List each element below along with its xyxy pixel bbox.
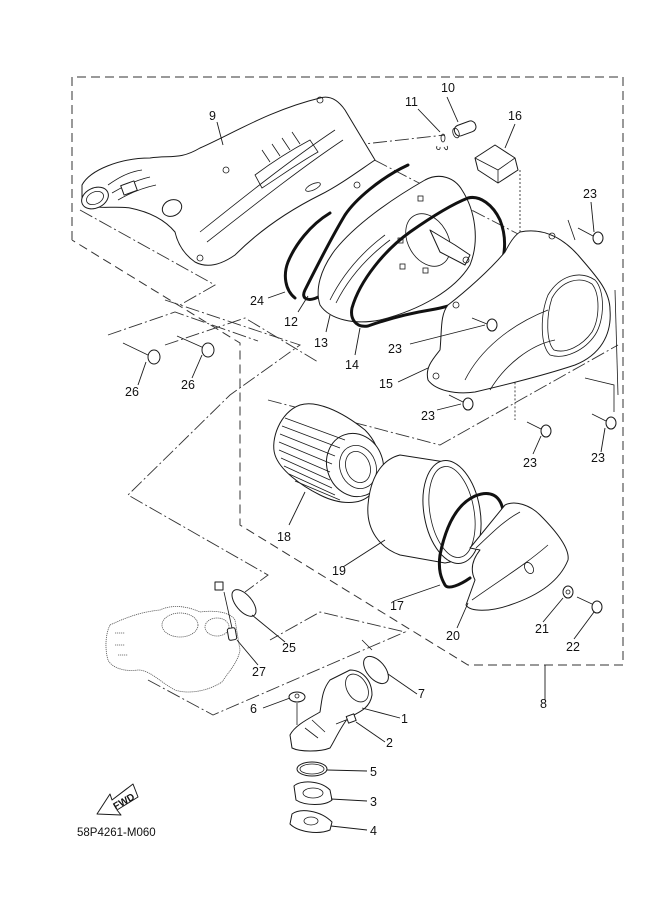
part-26-bolt-left[interactable] [122,342,161,365]
part-23-screw-cap-lower[interactable] [448,394,474,411]
callout-13[interactable]: 13 [314,336,328,350]
callout-23-top-right[interactable]: 23 [583,187,597,201]
callout-8[interactable]: 8 [540,697,547,711]
callout-7[interactable]: 7 [418,687,425,701]
callout-5[interactable]: 5 [370,765,377,779]
part-3-insulator[interactable] [293,781,333,805]
callout-16[interactable]: 16 [508,109,522,123]
part-23-screw-top-right[interactable] [577,227,604,245]
part-23-screw-cap-upper[interactable] [471,317,498,332]
part-1-joint[interactable] [289,669,373,752]
part-24-seal[interactable] [283,211,332,300]
callout-3[interactable]: 3 [370,795,377,809]
fwd-arrow-icon [96,783,139,816]
callout-9[interactable]: 9 [209,109,216,123]
part-13-element-seat[interactable] [317,175,476,323]
callout-26-left[interactable]: 26 [125,385,139,399]
part-14-case-gasket[interactable] [350,195,507,328]
part-10-drain-plug[interactable] [451,120,477,139]
callout-17[interactable]: 17 [390,599,404,613]
callout-26-right[interactable]: 26 [181,378,195,392]
part-27-hose[interactable] [223,591,238,641]
part-22-screw[interactable] [576,596,603,614]
callout-25[interactable]: 25 [282,641,296,655]
part-15-case-cap[interactable] [426,230,611,394]
part-6-nut[interactable] [288,691,306,725]
part-4-gasket[interactable] [289,810,333,833]
part-5-o-ring[interactable] [296,761,328,777]
part-2-hose-fitting[interactable] [335,713,357,725]
callout-19[interactable]: 19 [332,564,346,578]
part-12-seal[interactable] [302,163,410,301]
callout-6[interactable]: 6 [250,702,257,716]
fwd-label: FWD [112,792,137,813]
callout-21[interactable]: 21 [535,622,549,636]
part-23-screw-right[interactable] [591,413,617,430]
leader-lines [137,96,606,831]
part-19-element-sleeve[interactable] [367,454,489,568]
part-9-air-filter-case[interactable] [78,96,376,266]
callout-11[interactable]: 11 [405,95,418,109]
callout-10[interactable]: 10 [441,81,455,95]
callout-23-cap-lower[interactable]: 23 [421,409,435,423]
part-20-outlet-cover[interactable] [465,502,569,611]
part-23-screw-mid[interactable] [526,421,552,438]
callout-22[interactable]: 22 [566,640,580,654]
callout-23-right[interactable]: 23 [591,451,605,465]
forward-direction-indicator: FWD [96,783,139,816]
callout-14[interactable]: 14 [345,358,359,372]
part-26-bolt-right[interactable] [176,335,215,358]
assembly-boundary-8 [71,76,624,700]
carburetor-reference [105,606,241,693]
callout-23-cap-upper[interactable]: 23 [388,342,402,356]
callout-12[interactable]: 12 [284,315,298,329]
drawing-code: 58P4261-M060 [77,827,156,839]
callout-23-mid[interactable]: 23 [523,456,537,470]
callout-15[interactable]: 15 [379,377,393,391]
callout-18[interactable]: 18 [277,530,291,544]
callout-2[interactable]: 2 [386,736,393,750]
part-11-clip[interactable] [436,133,449,151]
guide-lines [79,134,619,716]
part-18-element[interactable] [273,403,393,505]
part-25-hose-clamp[interactable] [214,581,260,620]
callout-4[interactable]: 4 [370,824,377,838]
callout-24[interactable]: 24 [250,294,264,308]
part-21-washer[interactable] [562,585,574,599]
part-16-damper[interactable] [474,144,519,184]
callout-labels: 9 10 11 16 23 24 12 13 14 23 15 23 23 23… [125,81,605,838]
callout-1[interactable]: 1 [401,712,408,726]
callout-20[interactable]: 20 [446,629,460,643]
part-7-hose-clamp[interactable] [359,639,393,688]
part-17-cap-seal[interactable] [437,492,505,589]
callout-27[interactable]: 27 [252,665,266,679]
